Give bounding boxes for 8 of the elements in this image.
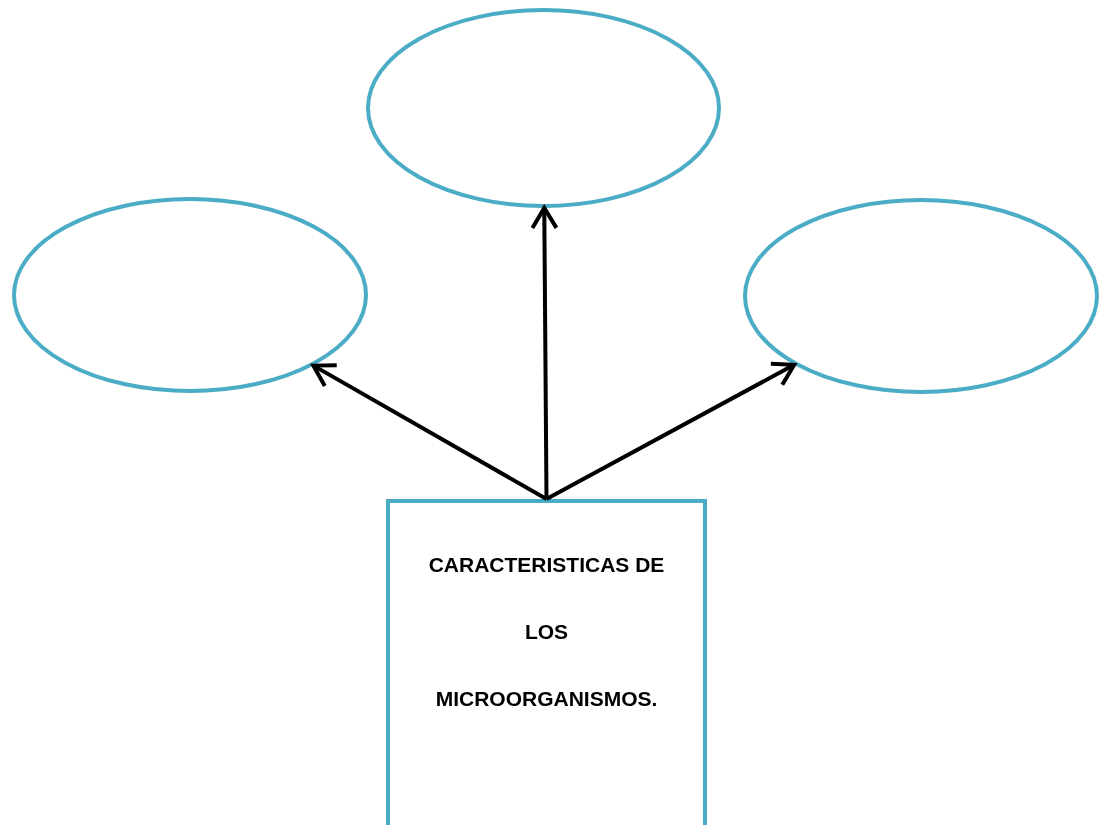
arrow xyxy=(530,206,559,499)
arrow xyxy=(311,363,548,501)
arrow xyxy=(545,361,797,501)
empty-ellipse xyxy=(12,197,368,393)
empty-ellipse xyxy=(366,8,721,208)
empty-ellipse xyxy=(743,198,1099,394)
process-box xyxy=(386,499,707,825)
box-label: CARACTERISTICAS DE LOS MICROORGANISMOS. xyxy=(427,552,666,712)
